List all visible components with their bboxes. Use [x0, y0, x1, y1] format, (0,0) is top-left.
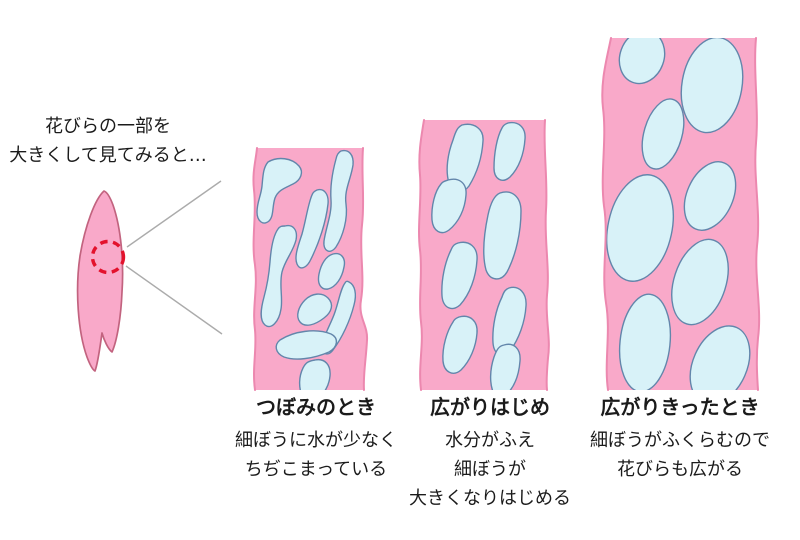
cell-shape: [317, 252, 346, 290]
cell-shape: [297, 293, 333, 326]
tissue-panel-opening: [418, 119, 550, 391]
cell-shape: [441, 241, 478, 310]
tissue-fully-open-left-edge: [601, 37, 612, 391]
cells-bud: [256, 149, 357, 390]
cell-shape: [671, 238, 729, 326]
cell-shape: [431, 178, 467, 234]
cells-opening: [431, 121, 527, 390]
stage-description-opening: 水分がふえ 細ぼうが 大きくなりはじめる: [360, 426, 620, 513]
intro-line: 大きくして見てみると…: [9, 145, 207, 166]
tissue-fully-open-right-edge: [754, 37, 761, 391]
cell-shape: [641, 98, 685, 170]
tissue-opening-right-edge: [543, 119, 550, 391]
stage-caption-bud: つぼみのとき 細ぼうに水が少なく ちぢこまっている: [186, 395, 446, 484]
cell-shape: [256, 157, 303, 224]
desc-line: 細ぼうがふくらむので: [590, 430, 770, 451]
desc-line: 大きくなりはじめる: [409, 488, 571, 509]
cell-shape: [298, 358, 331, 390]
magnify-line-upper: [126, 180, 222, 248]
petal-illustration: [76, 180, 223, 372]
cell-shape: [606, 174, 674, 282]
cell-shape: [489, 343, 521, 390]
desc-line: ちぢこまっている: [244, 459, 388, 480]
cells-fully-open: [606, 38, 751, 390]
stage-description-bud: 細ぼうに水が少なく ちぢこまっている: [186, 426, 446, 484]
cell-shape: [618, 38, 666, 85]
tissue-opening-left-edge: [418, 119, 425, 391]
red-dashed-zoom-circle-icon: [90, 239, 126, 275]
desc-line: 細ぼうに水が少なく: [235, 430, 397, 451]
cell-shape: [275, 330, 338, 360]
intro-line: 花びらの一部を: [45, 116, 171, 137]
tissue-panel-fully-open: [601, 37, 761, 391]
tissue-panel-bud: [252, 147, 369, 391]
petal-shape: [76, 190, 124, 372]
magnify-line-lower: [125, 265, 223, 335]
cell-shape: [260, 224, 298, 328]
cell-shape: [323, 149, 354, 252]
cell-shape: [483, 191, 522, 280]
stage-caption-opening: 広がりはじめ 水分がふえ 細ぼうが 大きくなりはじめる: [360, 395, 620, 513]
cell-shape: [295, 188, 329, 269]
cell-shape: [618, 293, 672, 390]
intro-annotation: 花びらの一部を 大きくして見てみると…: [0, 112, 216, 170]
desc-line: 細ぼうが: [454, 459, 526, 480]
cell-shape: [689, 325, 751, 390]
stage-title-opening: 広がりはじめ: [430, 395, 550, 419]
stage-title-fully-open: 広がりきったとき: [600, 395, 760, 419]
cell-shape: [442, 315, 478, 374]
tissue-bud-left-edge: [252, 147, 258, 391]
cell-shape: [683, 161, 737, 231]
stage-caption-fully-open: 広がりきったとき 細ぼうがふくらむので 花びらも広がる: [550, 395, 800, 484]
stage-title-bud: つぼみのとき: [256, 395, 376, 419]
desc-line: 花びらも広がる: [617, 459, 743, 480]
cell-shape: [493, 121, 526, 181]
cell-shape: [680, 38, 744, 134]
desc-line: 水分がふえ: [445, 430, 535, 451]
stage-description-fully-open: 細ぼうがふくらむので 花びらも広がる: [550, 426, 800, 484]
tissue-bud-right-edge: [359, 147, 369, 391]
